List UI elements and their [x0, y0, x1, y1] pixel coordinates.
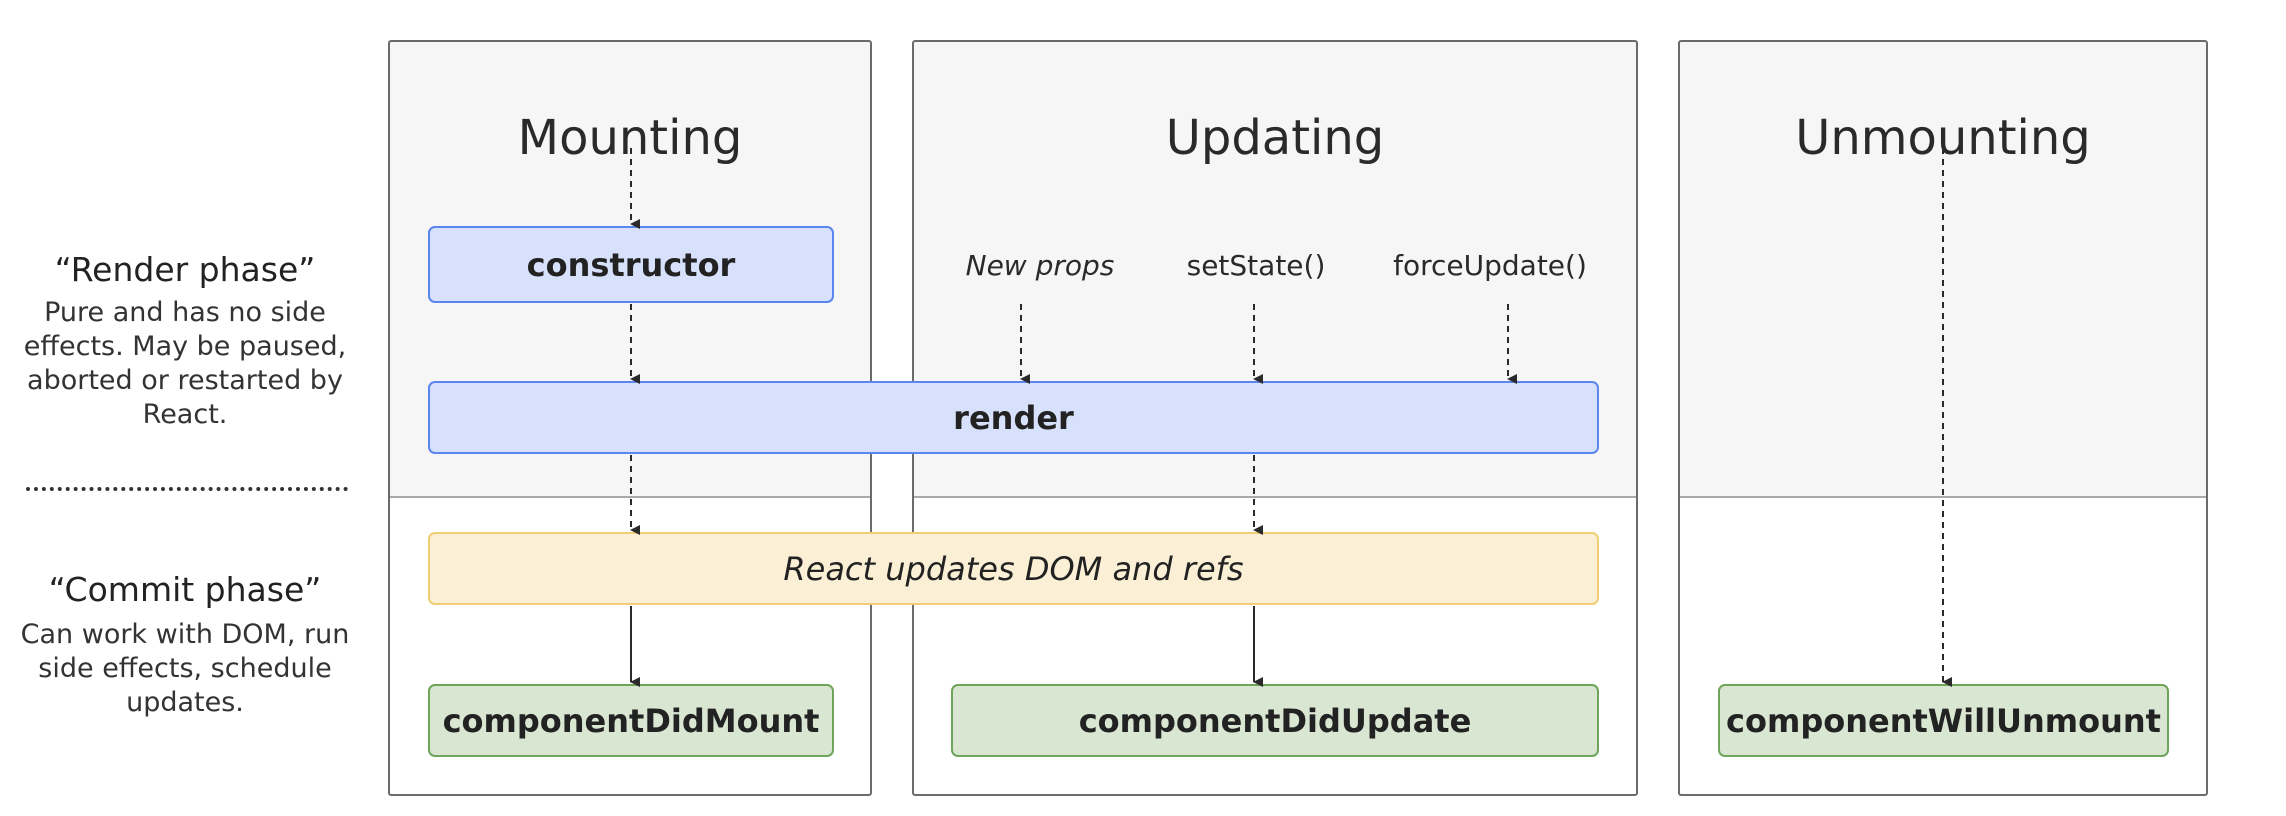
phase-separator [1680, 496, 2206, 498]
phase-separator [390, 496, 870, 498]
new-props-trigger: New props [965, 249, 1115, 282]
force-update-trigger: forceUpdate() [1393, 249, 1587, 282]
dom-update-box: React updates DOM and refs [428, 532, 1599, 605]
component-will-unmount-box: componentWillUnmount [1718, 684, 2169, 757]
updating-title: Updating [1165, 110, 1385, 166]
phase-separator [914, 496, 1636, 498]
commit-phase-title: “Commit phase” [48, 570, 322, 609]
component-did-update-box: componentDidUpdate [951, 684, 1599, 757]
set-state-trigger: setState() [1186, 249, 1326, 282]
render-phase-title: “Render phase” [54, 250, 316, 289]
render-phase-description: Pure and has no side effects. May be pau… [23, 297, 347, 430]
mounting-title: Mounting [517, 110, 743, 166]
phase-divider [26, 487, 348, 491]
render-box: render [428, 381, 1599, 454]
commit-phase-description: Can work with DOM, run side effects, sch… [20, 619, 350, 718]
constructor-box: constructor [428, 226, 834, 303]
component-did-mount-box: componentDidMount [428, 684, 834, 757]
unmounting-title: Unmounting [1795, 110, 2091, 166]
